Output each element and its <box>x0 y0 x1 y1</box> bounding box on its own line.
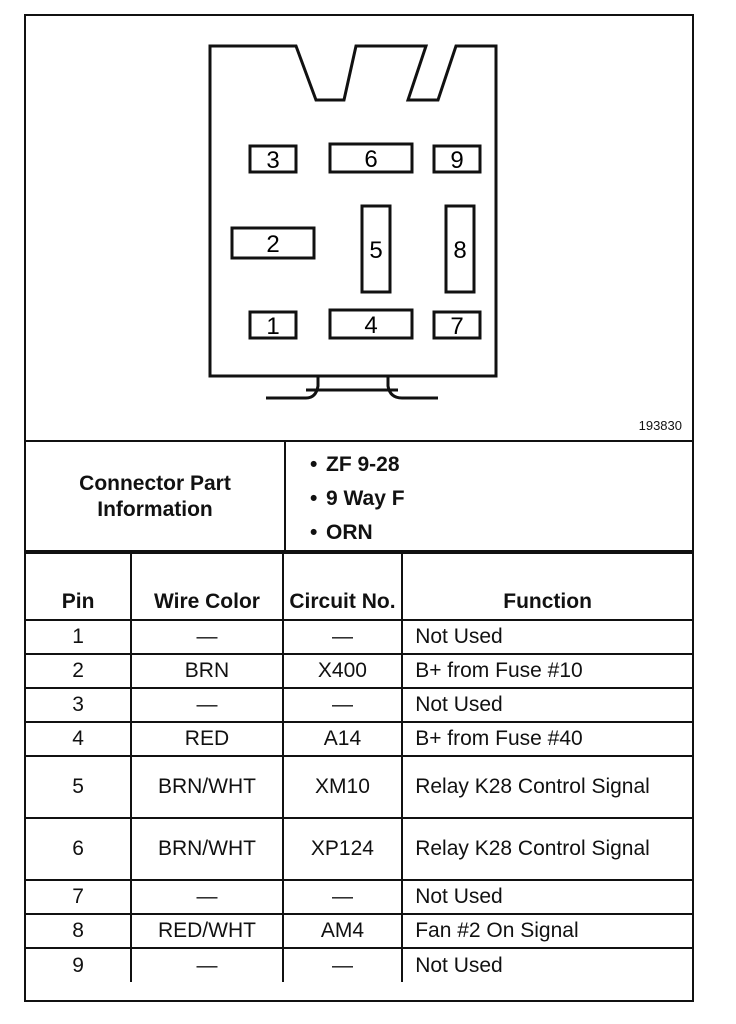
wire-color-cell: BRN/WHT <box>130 817 284 881</box>
pin-cell: 1 <box>26 619 133 655</box>
pin-number-label: 5 <box>369 237 382 264</box>
pin-cell: 4 <box>26 721 133 757</box>
pin-cavity <box>328 308 414 340</box>
function-cell: B+ from Fuse #10 <box>401 653 692 689</box>
circuit-cell: XP124 <box>281 817 404 881</box>
pin-cavity <box>248 144 298 174</box>
pin-number-label: 8 <box>453 237 466 264</box>
connector-info-item: ZF 9-28 <box>286 448 405 482</box>
pin-cavity <box>230 226 316 260</box>
connector-info-label: Connector Part Information <box>26 442 286 552</box>
connector-info-list: ZF 9-28 9 Way F ORN <box>286 448 405 550</box>
circuit-cell: AM4 <box>281 913 404 949</box>
pin-number-label: 1 <box>266 313 279 340</box>
wire-color-cell: — <box>130 947 284 982</box>
function-cell: Not Used <box>401 619 692 655</box>
function-cell: B+ from Fuse #40 <box>401 721 692 757</box>
pin-cavity <box>432 310 482 340</box>
header-wire-color: Wire Color <box>130 550 284 621</box>
pin-number-label: 2 <box>266 231 279 258</box>
connector-diagram: 3 6 9 2 5 8 1 4 7 <box>208 44 498 400</box>
pin-cavity <box>360 204 392 294</box>
function-cell: Not Used <box>401 879 692 915</box>
wire-color-cell: — <box>130 687 284 723</box>
circuit-cell: — <box>281 687 404 723</box>
pin-number-label: 9 <box>450 147 463 174</box>
wire-color-cell: — <box>130 619 284 655</box>
pin-cavity <box>328 142 414 174</box>
connector-part-information: Connector Part Information ZF 9-28 9 Way… <box>26 440 692 554</box>
connector-latch <box>266 376 438 400</box>
pin-number-label: 3 <box>266 147 279 174</box>
pin-cell: 2 <box>26 653 133 689</box>
pin-cavity <box>248 310 298 340</box>
function-cell: Not Used <box>401 687 692 723</box>
pin-cell: 7 <box>26 879 133 915</box>
wire-color-cell: — <box>130 879 284 915</box>
pin-row: 7——Not Used <box>26 879 692 915</box>
pin-table: Pin Wire Color Circuit No. Function 1——N… <box>26 550 692 982</box>
pin-cell: 8 <box>26 913 133 949</box>
wire-color-cell: BRN <box>130 653 284 689</box>
function-cell: Not Used <box>401 947 692 982</box>
function-cell: Relay K28 Control Signal <box>401 755 692 819</box>
header-circuit: Circuit No. <box>281 550 404 621</box>
circuit-cell: — <box>281 879 404 915</box>
pin-cell: 6 <box>26 817 133 881</box>
pin-number-label: 4 <box>364 312 377 339</box>
circuit-cell: — <box>281 947 404 982</box>
pin-cell: 5 <box>26 755 133 819</box>
wire-color-cell: RED/WHT <box>130 913 284 949</box>
pin-cavity <box>432 144 482 174</box>
pin-row: 3——Not Used <box>26 687 692 723</box>
pin-number-label: 6 <box>364 146 377 173</box>
connector-info-item: 9 Way F <box>286 482 405 516</box>
pin-row: 9——Not Used <box>26 947 692 982</box>
circuit-cell: X400 <box>281 653 404 689</box>
wire-color-cell: BRN/WHT <box>130 755 284 819</box>
figure-id: 193830 <box>638 418 682 433</box>
pin-cell: 9 <box>26 947 133 982</box>
pin-cell: 3 <box>26 687 133 723</box>
connector-info-item: ORN <box>286 516 405 550</box>
pin-number-label: 7 <box>450 313 463 340</box>
circuit-cell: A14 <box>281 721 404 757</box>
function-cell: Fan #2 On Signal <box>401 913 692 949</box>
header-function: Function <box>401 550 692 621</box>
circuit-cell: XM10 <box>281 755 404 819</box>
connector-sheet: 3 6 9 2 5 8 1 4 7 193830 Connector Part Informat… <box>24 14 694 1002</box>
pin-row: 1——Not Used <box>26 619 692 655</box>
pin-cavity <box>444 204 476 294</box>
connector-body <box>208 44 498 378</box>
header-pin: Pin <box>26 550 133 621</box>
function-cell: Relay K28 Control Signal <box>401 817 692 881</box>
wire-color-cell: RED <box>130 721 284 757</box>
pin-table-header: Pin Wire Color Circuit No. Function <box>26 550 692 621</box>
circuit-cell: — <box>281 619 404 655</box>
